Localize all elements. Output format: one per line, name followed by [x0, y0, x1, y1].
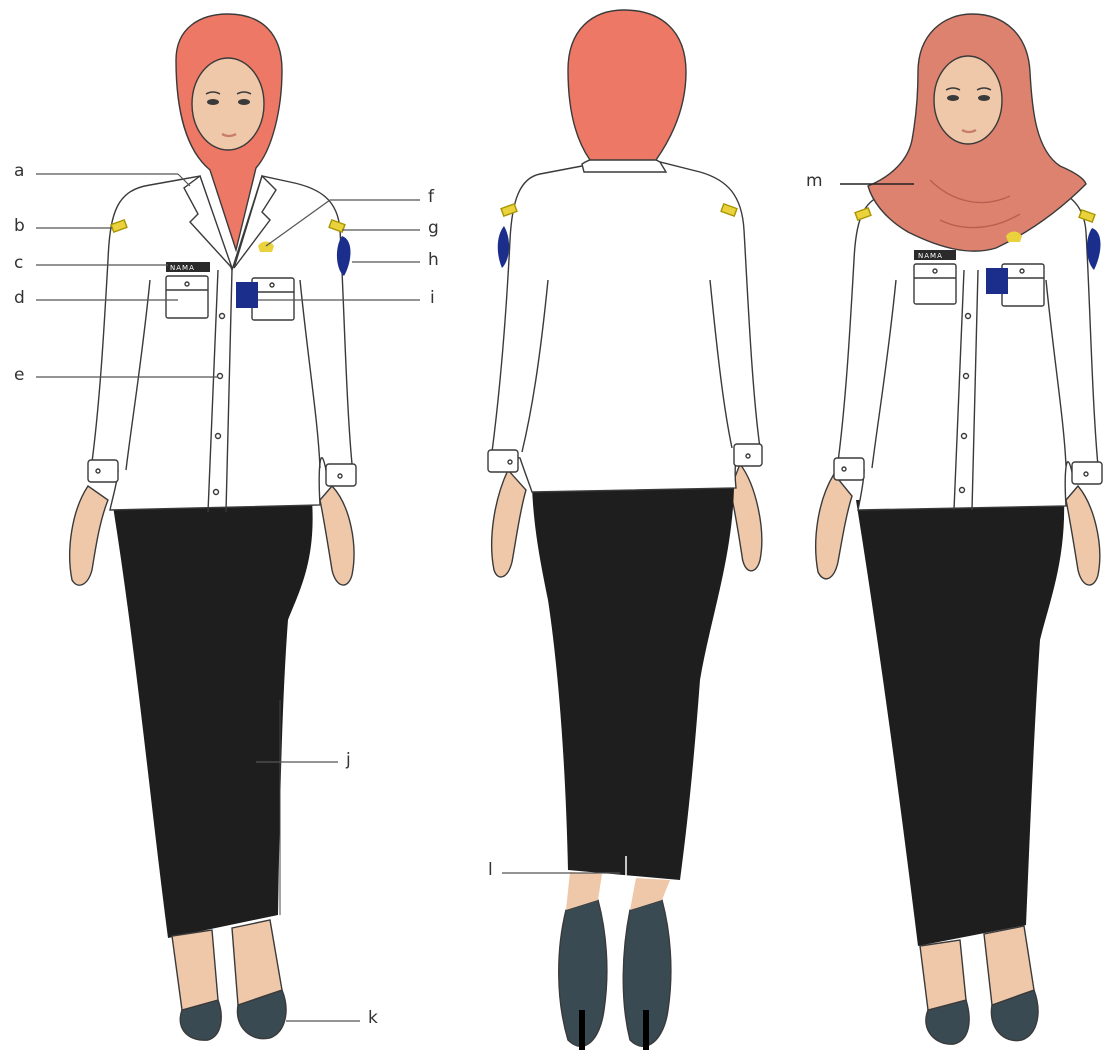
- name-tag-text: NAMA: [170, 264, 195, 272]
- label-i: i: [430, 290, 435, 307]
- cuff-left: [88, 460, 118, 482]
- hijab-back: [568, 10, 686, 160]
- label-d: d: [14, 290, 25, 307]
- label-j: j: [346, 752, 351, 769]
- label-b: b: [14, 218, 25, 235]
- label-m: m: [806, 173, 823, 190]
- label-e: e: [14, 367, 24, 384]
- label-c: c: [14, 255, 23, 272]
- label-a: a: [14, 163, 24, 180]
- label-g: g: [428, 220, 439, 237]
- label-l: l: [488, 862, 493, 879]
- label-h: h: [428, 252, 439, 269]
- figure-front-long-hijab: NAMA: [816, 14, 1102, 1044]
- leg-right: [232, 920, 282, 1005]
- label-k: k: [368, 1010, 378, 1027]
- skirt: [112, 500, 313, 938]
- shirt: [92, 176, 352, 510]
- skirt-back: [532, 488, 734, 880]
- figure-front: NAMA: [70, 14, 356, 1040]
- label-f: f: [428, 189, 434, 206]
- id-card: [236, 282, 258, 308]
- figure-back: [488, 10, 762, 1050]
- leg-left: [172, 930, 218, 1010]
- name-tag-text-3: NAMA: [918, 252, 943, 260]
- left-hand: [70, 486, 108, 585]
- right-hand: [320, 486, 354, 585]
- shirt-back: [492, 162, 760, 492]
- skirt-3: [856, 498, 1064, 946]
